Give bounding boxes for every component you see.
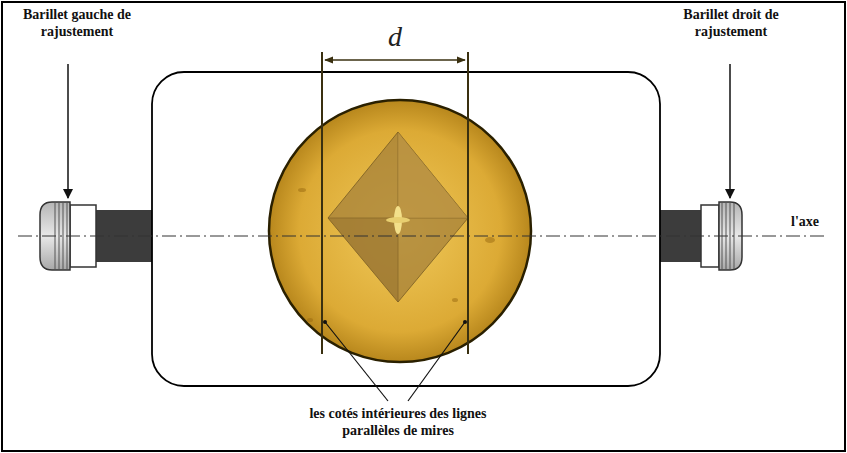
leader-line [325,322,465,401]
eyepiece-housing [152,72,660,386]
part-label: Barillet droit de rajustement [672,6,790,40]
leader-dot [463,320,467,324]
part-label: Barillet gauche de rajustement [18,6,136,40]
reticle-lines [322,52,468,354]
leader-arrow [729,64,731,198]
axis-label: l'axe [770,213,840,230]
dimension-line [325,59,465,61]
leader-dot [323,320,327,324]
callout-label: les cotés intérieures des lignes parallè… [280,405,516,439]
axis-line [18,236,828,237]
dimension-label: d [370,22,420,52]
surface-spots [298,188,495,322]
vickers-indentation [328,132,468,302]
leader-arrow [67,64,69,198]
view-field [269,100,531,362]
